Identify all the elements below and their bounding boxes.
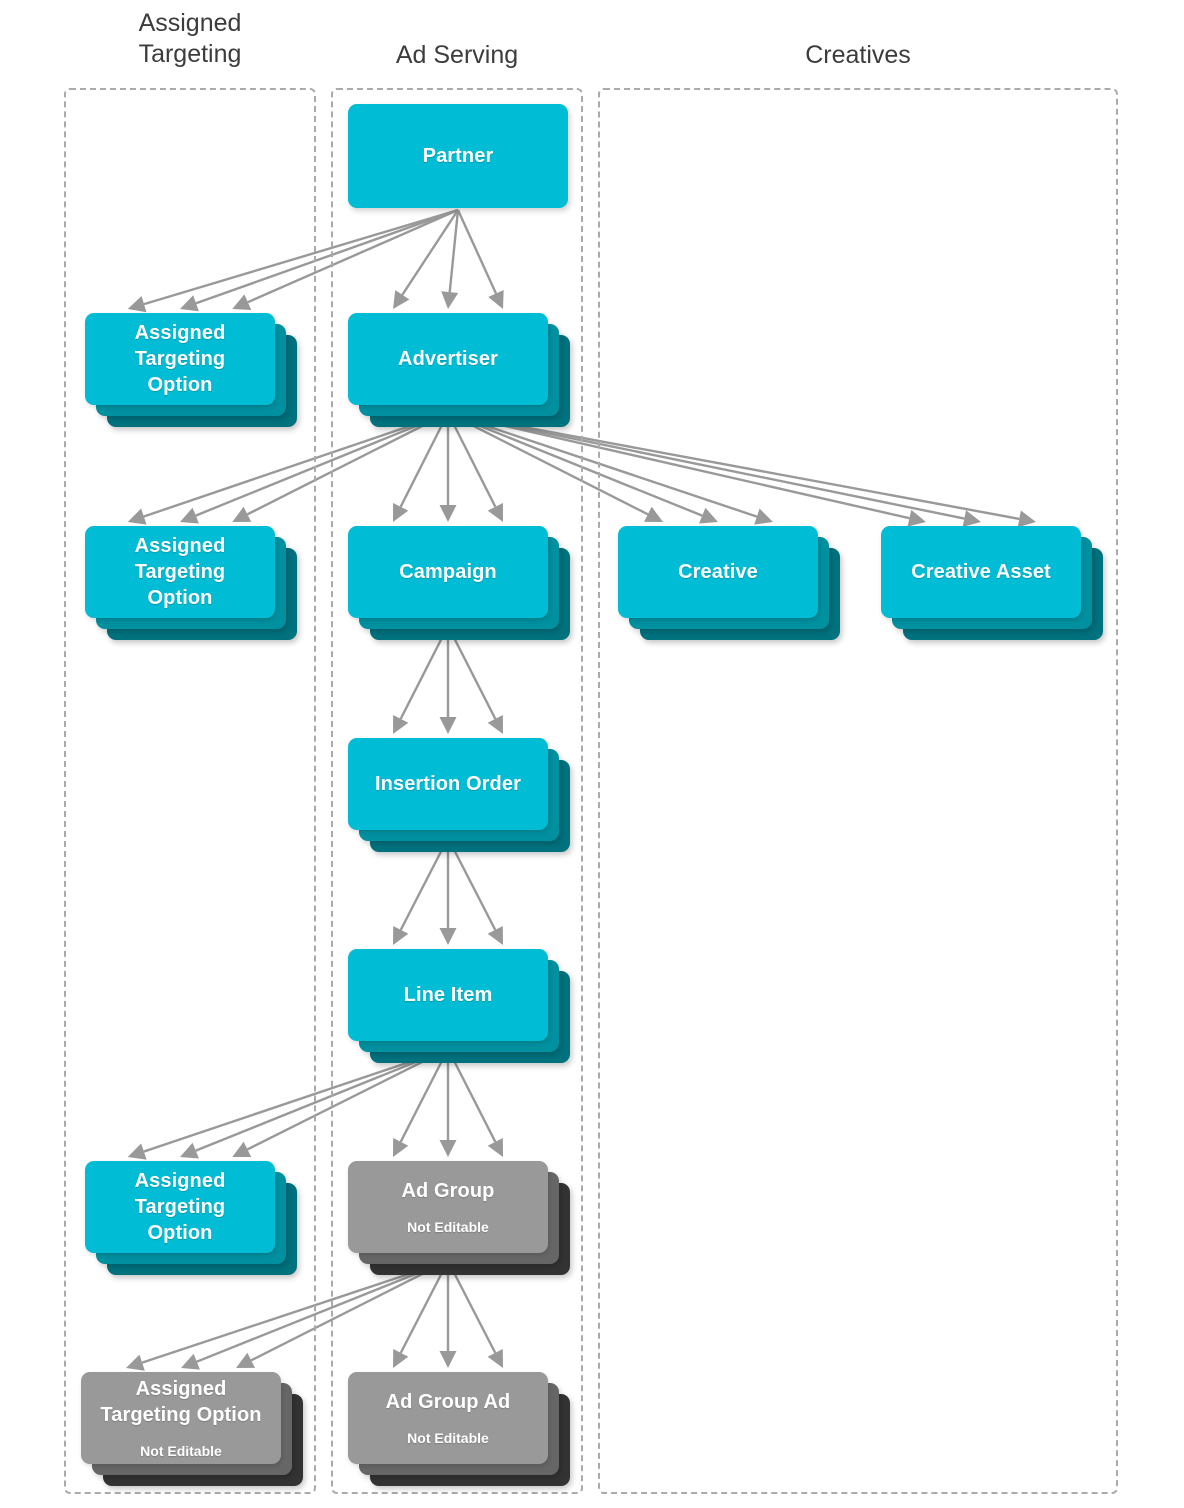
node-creative-asset[interactable]: Creative Asset xyxy=(881,526,1105,642)
column-header-line: Targeting xyxy=(138,40,242,68)
node-title-line: Assigned xyxy=(134,535,226,557)
node-face[interactable]: Insertion Order xyxy=(348,738,548,830)
node-title-line: Creative xyxy=(678,561,758,583)
column-header-line: Assigned xyxy=(138,9,242,37)
node-subtitle: Not Editable xyxy=(407,1219,489,1235)
node-title-line: Partner xyxy=(422,145,494,167)
node-title-line: Targeting xyxy=(134,561,226,583)
node-title: Partner xyxy=(423,143,494,169)
node-title-line: Insertion Order xyxy=(375,773,521,795)
node-face[interactable]: Campaign xyxy=(348,526,548,618)
column-header-creatives: Creatives xyxy=(598,40,1118,71)
node-line-item[interactable]: Line Item xyxy=(348,949,572,1065)
node-title: Insertion Order xyxy=(375,771,521,797)
node-face[interactable]: Ad Group Ad Not Editable xyxy=(348,1372,548,1464)
node-title: Campaign xyxy=(399,559,496,585)
node-face[interactable]: Line Item xyxy=(348,949,548,1041)
node-face[interactable]: Creative xyxy=(618,526,818,618)
node-title-line: Assigned xyxy=(134,1170,226,1192)
node-title-line: Option xyxy=(147,1222,213,1244)
node-title-line: Ad Group xyxy=(401,1180,495,1202)
node-partner[interactable]: Partner xyxy=(348,104,592,232)
node-title: Ad Group xyxy=(401,1178,494,1204)
node-title-line: Targeting Option xyxy=(100,1404,262,1426)
node-title: Creative xyxy=(678,559,758,585)
node-title-line: Advertiser xyxy=(398,348,498,370)
node-insertion-order[interactable]: Insertion Order xyxy=(348,738,572,854)
node-title-line: Targeting xyxy=(134,348,226,370)
node-face[interactable]: Advertiser xyxy=(348,313,548,405)
node-face[interactable]: Creative Asset xyxy=(881,526,1081,618)
node-title-line: Targeting xyxy=(134,1196,226,1218)
node-title-line: Option xyxy=(147,587,213,609)
node-title-line: Assigned xyxy=(134,322,226,344)
node-title: Advertiser xyxy=(398,346,498,372)
node-title-line: Line Item xyxy=(403,984,493,1006)
node-face[interactable]: Partner xyxy=(348,104,568,208)
node-ad-group-ad[interactable]: Ad Group Ad Not Editable xyxy=(348,1372,572,1488)
column-header-ad-serving: Ad Serving xyxy=(331,40,583,71)
column-header-line: Ad Serving xyxy=(395,41,519,69)
node-subtitle: Not Editable xyxy=(140,1443,222,1459)
node-subtitle: Not Editable xyxy=(407,1430,489,1446)
node-title: Ad Group Ad xyxy=(386,1389,511,1415)
node-title-line: Campaign xyxy=(399,561,497,583)
node-creative[interactable]: Creative xyxy=(618,526,842,642)
column-header-line: Creatives xyxy=(805,41,911,69)
node-title: Line Item xyxy=(404,982,493,1008)
node-title-line: Option xyxy=(147,374,213,396)
node-title-line: Assigned xyxy=(135,1378,227,1400)
node-campaign[interactable]: Campaign xyxy=(348,526,572,642)
node-title-line: Creative Asset xyxy=(911,561,1051,583)
node-title-line: Ad Group Ad xyxy=(385,1391,511,1413)
node-advertiser[interactable]: Advertiser xyxy=(348,313,572,429)
column-frame-assigned-targeting xyxy=(64,88,316,1494)
node-title: Creative Asset xyxy=(911,559,1051,585)
column-frame-creatives xyxy=(598,88,1118,1494)
column-frame-ad-serving xyxy=(331,88,583,1494)
